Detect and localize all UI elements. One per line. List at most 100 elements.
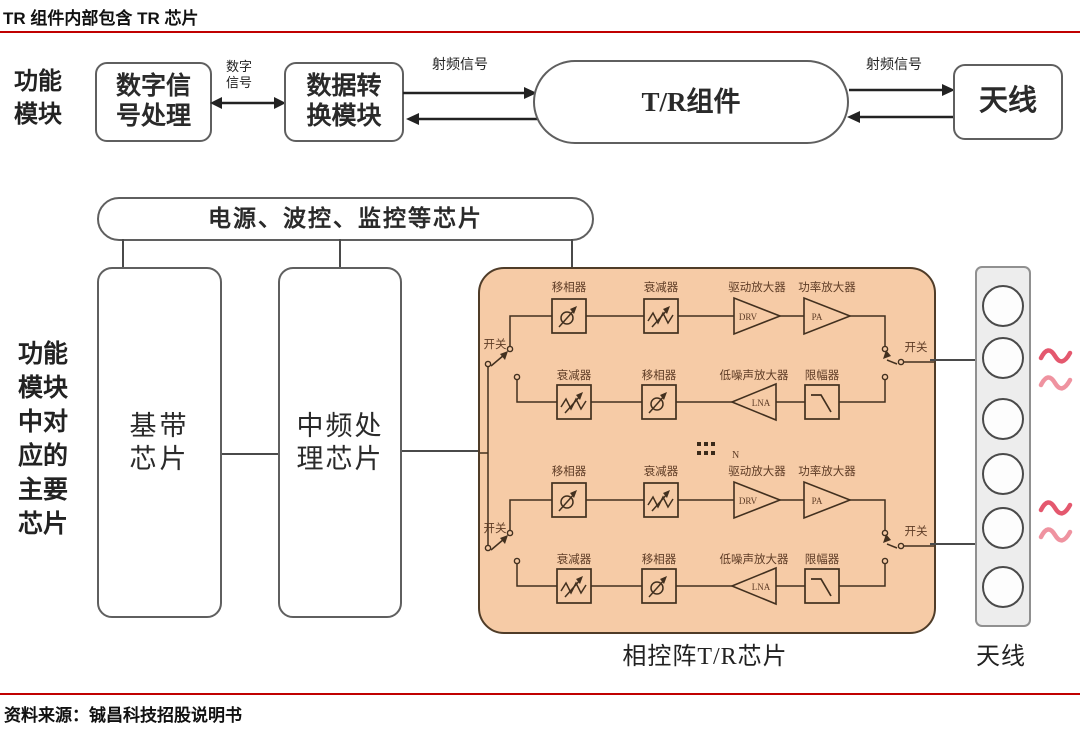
tr-module-label: T/R组件 bbox=[641, 86, 741, 117]
power-amplifier-icon: PA bbox=[803, 480, 853, 520]
switch-label: 开关 bbox=[905, 340, 928, 354]
attenuator-icon bbox=[643, 298, 679, 334]
rf-signal-label: 射频信号 bbox=[866, 58, 922, 73]
svg-text:DRV: DRV bbox=[739, 496, 758, 506]
tr-channel: DRV PA bbox=[484, 280, 934, 422]
svg-text:PA: PA bbox=[812, 496, 823, 506]
row2-label-line: 功能 bbox=[18, 341, 69, 368]
power-amplifier-icon: PA bbox=[803, 296, 853, 336]
antenna-element bbox=[982, 285, 1024, 327]
component-label: 功率放大器 bbox=[798, 280, 856, 294]
row1-label: 功能 模块 bbox=[14, 66, 62, 132]
antenna-element bbox=[982, 398, 1024, 440]
switch-label: 开关 bbox=[484, 337, 507, 351]
source-note: 资料来源：铖昌科技招股说明书 bbox=[4, 706, 242, 725]
tr-channel: DRV PA bbox=[484, 464, 934, 606]
component-label: 低噪声放大器 bbox=[720, 368, 789, 382]
support-chip-box: 电源、波控、监控等芯片 bbox=[97, 197, 594, 241]
phase-shifter-icon bbox=[551, 298, 587, 334]
svg-text:DRV: DRV bbox=[739, 312, 758, 322]
antenna-feed-line bbox=[930, 359, 985, 361]
component-label: 功率放大器 bbox=[798, 464, 856, 478]
converter-module-label-line: 数据转 bbox=[306, 72, 382, 100]
attenuator-icon bbox=[643, 482, 679, 518]
phased-array-chip-box: DRV PA bbox=[478, 267, 936, 634]
antenna-element bbox=[982, 566, 1024, 608]
radiation-wave-icon bbox=[1038, 348, 1073, 391]
antenna-feed-line bbox=[930, 543, 985, 545]
row2-label: 功能 模块 中对 应的 主要 芯片 bbox=[18, 338, 68, 542]
component-label: 衰减器 bbox=[644, 464, 679, 478]
component-label: 移相器 bbox=[552, 281, 587, 294]
dsp-module-box: 数字信 号处理 bbox=[95, 62, 212, 142]
dsp-module-label-line: 数字信 bbox=[115, 72, 191, 100]
component-label: 衰减器 bbox=[557, 368, 592, 382]
switch-icon bbox=[484, 345, 521, 381]
component-label: 移相器 bbox=[552, 465, 587, 478]
arrow-right-icon bbox=[849, 84, 955, 96]
connector-line bbox=[222, 453, 278, 455]
component-label: 限幅器 bbox=[805, 553, 840, 566]
channel-count-label: N bbox=[732, 450, 739, 461]
footer-rule bbox=[0, 693, 1080, 695]
antenna-element bbox=[982, 453, 1024, 495]
row2-label-line: 主要 bbox=[18, 477, 69, 504]
antenna-element bbox=[982, 337, 1024, 379]
connector-line bbox=[571, 239, 573, 267]
antenna-array-column bbox=[975, 266, 1031, 627]
arrow-left-icon bbox=[406, 113, 537, 125]
if-chip-box: 中频处 理芯片 bbox=[278, 267, 402, 618]
converter-module-label-line: 换模块 bbox=[306, 103, 382, 130]
svg-text:LNA: LNA bbox=[752, 398, 771, 408]
phase-shifter-icon bbox=[641, 568, 677, 604]
component-label: 限幅器 bbox=[805, 369, 840, 382]
baseband-chip-label-line: 芯片 bbox=[129, 443, 190, 474]
row1-label-line: 模块 bbox=[14, 102, 62, 128]
row2-label-line: 应的 bbox=[18, 443, 69, 470]
tr-module-box: T/R组件 bbox=[533, 60, 849, 144]
converter-module-box: 数据转 换模块 bbox=[284, 62, 404, 142]
rf-signal-label: 射频信号 bbox=[432, 58, 488, 73]
radiation-wave-icon bbox=[1038, 500, 1073, 543]
connector-line bbox=[122, 239, 124, 267]
component-label: 衰减器 bbox=[644, 280, 679, 294]
limiter-icon bbox=[804, 568, 840, 604]
digital-signal-label: 数字 信号 bbox=[226, 59, 253, 90]
connector-line bbox=[402, 450, 478, 452]
baseband-chip-label-line: 基带 bbox=[129, 410, 190, 441]
row2-label-line: 模块 bbox=[18, 375, 69, 402]
row2-label-line: 芯片 bbox=[18, 511, 69, 538]
phase-shifter-icon bbox=[641, 384, 677, 420]
antenna-caption: 天线 bbox=[976, 644, 1026, 670]
attenuator-icon bbox=[556, 384, 592, 420]
component-label: 衰减器 bbox=[557, 552, 592, 566]
switch-icon bbox=[881, 345, 905, 381]
header-rule bbox=[0, 31, 1080, 33]
if-chip-label-line: 理芯片 bbox=[296, 443, 384, 474]
support-chip-label: 电源、波控、监控等芯片 bbox=[208, 205, 483, 231]
lna-icon: LNA bbox=[729, 566, 777, 606]
antenna-box: 天线 bbox=[953, 64, 1063, 140]
svg-text:PA: PA bbox=[812, 312, 823, 322]
limiter-icon bbox=[804, 384, 840, 420]
row2-label-line: 中对 bbox=[18, 409, 69, 436]
driver-amplifier-icon: DRV bbox=[733, 296, 783, 336]
row1-label-line: 功能 bbox=[14, 69, 62, 95]
antenna-element bbox=[982, 507, 1024, 549]
if-chip-label-line: 中频处 bbox=[296, 410, 384, 441]
tr-chip-circuit: DRV PA bbox=[480, 280, 934, 606]
baseband-chip-box: 基带 芯片 bbox=[97, 267, 222, 618]
phased-array-caption: 相控阵T/R芯片 bbox=[622, 644, 788, 670]
component-label: 移相器 bbox=[642, 553, 677, 566]
component-label: 低噪声放大器 bbox=[720, 552, 789, 566]
attenuator-icon bbox=[556, 568, 592, 604]
lna-icon: LNA bbox=[729, 382, 777, 422]
phase-shifter-icon bbox=[551, 482, 587, 518]
dsp-module-label-line: 号处理 bbox=[115, 103, 191, 130]
arrow-left-icon bbox=[847, 111, 955, 123]
switch-icon bbox=[484, 529, 521, 565]
figure-title: TR 组件内部包含 TR 芯片 bbox=[3, 9, 199, 28]
component-label: 驱动放大器 bbox=[728, 280, 786, 294]
driver-amplifier-icon: DRV bbox=[733, 480, 783, 520]
